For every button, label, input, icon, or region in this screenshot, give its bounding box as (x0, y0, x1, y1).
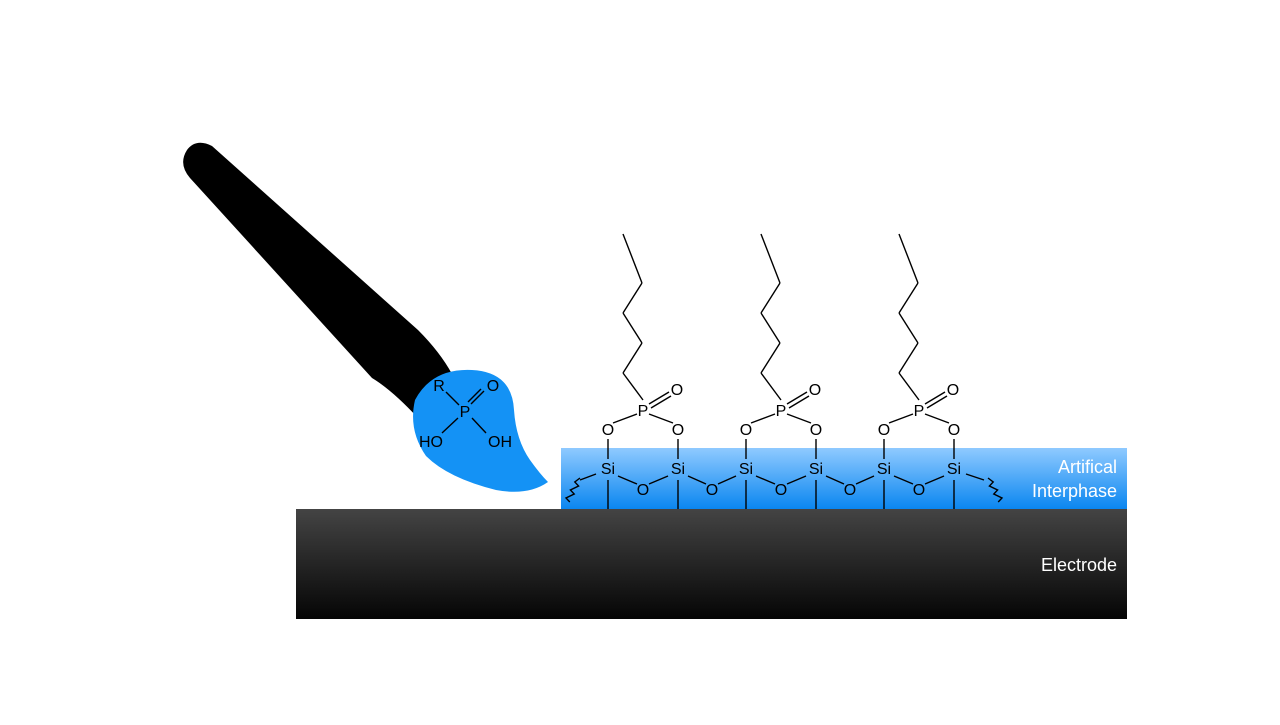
atom-oh: OH (488, 434, 512, 451)
bond-o-p (612, 413, 638, 424)
bond-alkyl-chain (760, 372, 782, 401)
atom-p: P (776, 403, 787, 420)
brush-tip (413, 369, 548, 492)
atom-o-anchor: O (602, 422, 614, 439)
bond-alkyl-chain (760, 312, 781, 344)
interphase-label-line1: Artifical (1058, 457, 1117, 477)
bond-p-double-o-a (924, 391, 946, 405)
wavy-bond-right (987, 477, 1004, 503)
atom-o-bridge: O (637, 482, 649, 499)
brush-handle (183, 142, 452, 419)
bond-p-double-o-a (648, 391, 670, 405)
atom-o-anchor: O (810, 422, 822, 439)
bond-si-o (825, 475, 845, 485)
atom-o-anchor: O (672, 422, 684, 439)
bond-o-si (855, 475, 875, 485)
bond-o-si (648, 475, 669, 485)
atom-o-bridge: O (706, 482, 718, 499)
bond-o-si (786, 475, 807, 485)
bond-alkyl-chain (898, 312, 919, 344)
phosphonic-acid-molecule: R P O HO OH (419, 378, 512, 451)
atom-o-double: O (947, 382, 959, 399)
atom-si: Si (601, 461, 615, 478)
bond-p-o (924, 413, 950, 424)
bond-p-double-o-b (650, 395, 672, 409)
atom-p: P (638, 403, 649, 420)
atom-p: P (460, 404, 471, 421)
atom-r: R (433, 378, 445, 395)
interphase-label-line2: Interphase (1032, 481, 1117, 501)
atom-o-bridge: O (913, 482, 925, 499)
electrode-label: Electrode (1041, 555, 1117, 575)
atom-si: Si (947, 461, 961, 478)
bond-p-o (648, 413, 674, 424)
atom-o-anchor: O (948, 422, 960, 439)
bond-p-double-o-a (786, 391, 808, 405)
bond-alkyl-chain (760, 233, 781, 284)
atom-si: Si (739, 461, 753, 478)
bond-p-o (786, 413, 812, 424)
bond-o-p (750, 413, 776, 424)
atom-ho: HO (419, 434, 443, 451)
bond-o-si (924, 475, 945, 485)
atom-si: Si (671, 461, 685, 478)
atom-o-anchor: O (878, 422, 890, 439)
bond-alkyl-chain (622, 372, 644, 401)
bond-o-si (717, 475, 737, 485)
bond-end-right (965, 473, 985, 481)
bond-alkyl-chain (622, 312, 643, 344)
bond-alkyl-chain (622, 342, 643, 374)
atom-o-bridge: O (775, 482, 787, 499)
bond-alkyl-chain (622, 233, 643, 284)
paint-brush: R P O HO OH (183, 142, 548, 492)
bond-alkyl-chain (622, 282, 643, 314)
bond-end-left (579, 473, 597, 481)
bond-p-double-o-b (926, 395, 948, 409)
atom-si: Si (809, 461, 823, 478)
bond-alkyl-chain (760, 282, 781, 314)
atom-o-double: O (809, 382, 821, 399)
bond-o-p (888, 413, 914, 424)
interphase-layer (561, 448, 1127, 509)
bond-alkyl-chain (898, 233, 919, 284)
bond-alkyl-chain (760, 342, 781, 374)
bond-p-double-o-b (788, 395, 810, 409)
atom-o-double: O (487, 378, 499, 395)
atom-p: P (914, 403, 925, 420)
bond-alkyl-chain (898, 342, 919, 374)
bond-alkyl-chain (898, 372, 920, 401)
bond-si-o (893, 475, 914, 485)
wavy-bond-left (564, 477, 581, 503)
atom-si: Si (877, 461, 891, 478)
bond-si-o (617, 475, 638, 485)
bond-si-o (687, 475, 707, 485)
bond-alkyl-chain (898, 282, 919, 314)
bond-si-o (755, 475, 776, 485)
atom-o-anchor: O (740, 422, 752, 439)
atom-o-bridge: O (844, 482, 856, 499)
atom-o-double: O (671, 382, 683, 399)
electrode-layer (296, 509, 1127, 619)
